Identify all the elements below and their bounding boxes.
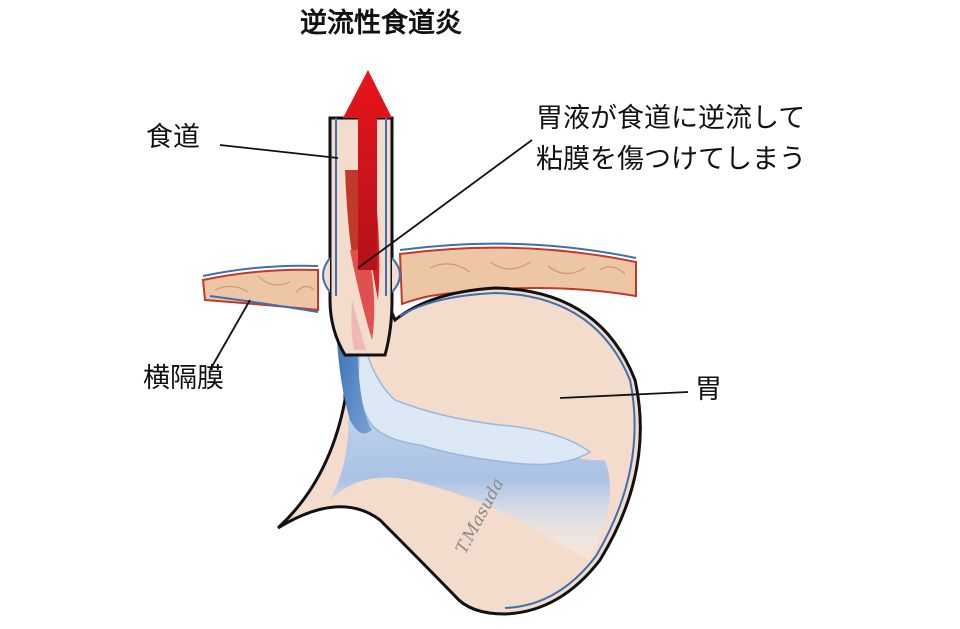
reflux-arrow	[343, 70, 392, 270]
diagram-title: 逆流性食道炎	[300, 8, 462, 39]
label-esophagus: 食道	[146, 122, 200, 153]
label-stomach: 胃	[695, 374, 722, 405]
label-reflux-note: 胃液が食道に逆流して 粘膜を傷つけてしまう	[536, 98, 806, 180]
leader-esophagus	[219, 144, 339, 159]
label-diaphragm: 横隔膜	[143, 363, 224, 394]
note-line-2: 粘膜を傷つけてしまう	[536, 144, 806, 175]
leader-note	[357, 139, 533, 269]
leader-stomach	[559, 391, 689, 399]
leader-diaphragm	[209, 299, 251, 371]
diaphragm-right	[398, 246, 637, 306]
note-line-1: 胃液が食道に逆流して	[536, 103, 806, 134]
